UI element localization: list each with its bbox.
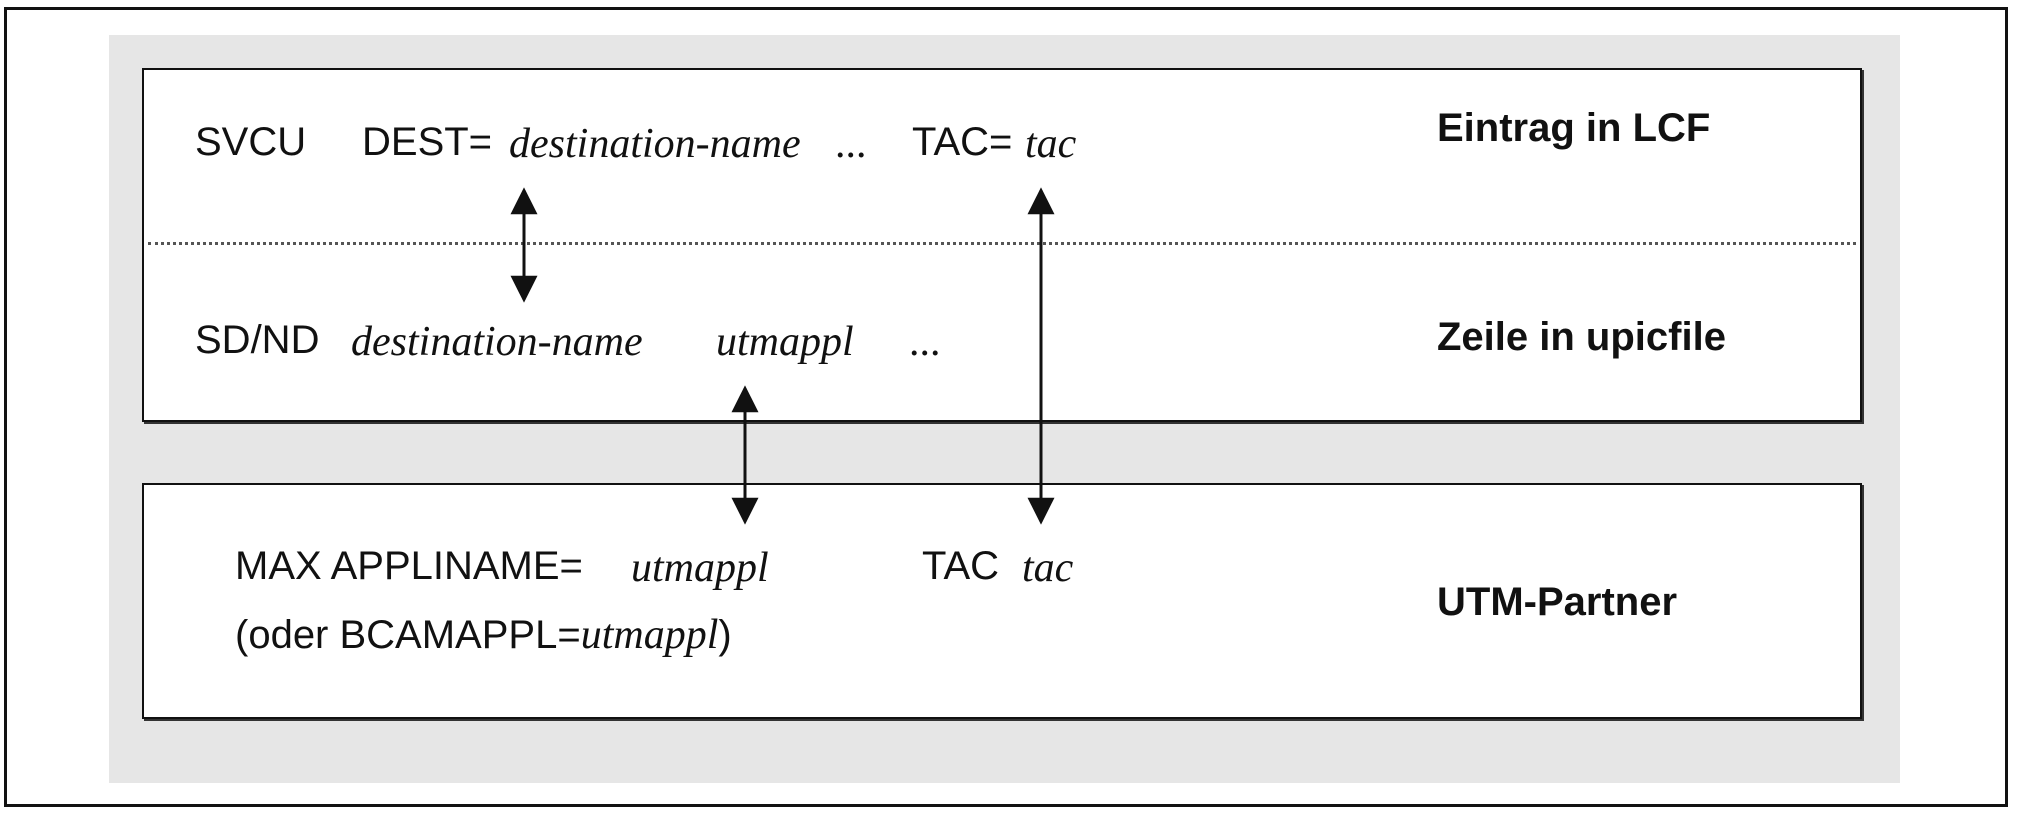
dest-value: destination-name [509, 121, 801, 167]
bcamappl-close: ) [718, 613, 732, 657]
bcamappl-alternative: (oder BCAMAPPL=utmappl) [235, 611, 732, 659]
label-zeile-in-upicfile: Zeile in upicfile [1437, 315, 1726, 359]
utm-tac-key: TAC [922, 544, 1000, 588]
bcamappl-value: utmappl [580, 612, 719, 658]
max-appliname-key: MAX APPLINAME= [235, 544, 583, 588]
sdnd-command: SD/ND [195, 318, 320, 362]
label-eintrag-in-lcf: Eintrag in LCF [1437, 106, 1711, 150]
upic-dest-value: destination-name [351, 319, 643, 365]
dest-key: DEST= [362, 120, 493, 164]
dotted-divider [148, 242, 1856, 245]
utm-partner-box [142, 483, 1862, 719]
upic-ellipsis: ... [910, 319, 942, 365]
label-utm-partner: UTM-Partner [1437, 580, 1678, 624]
max-appliname-value: utmappl [631, 545, 769, 591]
utm-tac-value: tac [1022, 545, 1074, 591]
svcu-command: SVCU [195, 120, 307, 164]
config-box-top [142, 68, 1862, 422]
tac-key: TAC= [912, 120, 1013, 164]
bcamappl-open: (oder BCAMAPPL= [235, 613, 581, 657]
upic-appl-value: utmappl [716, 319, 854, 365]
lcf-ellipsis: ... [836, 121, 868, 167]
tac-value: tac [1025, 121, 1077, 167]
